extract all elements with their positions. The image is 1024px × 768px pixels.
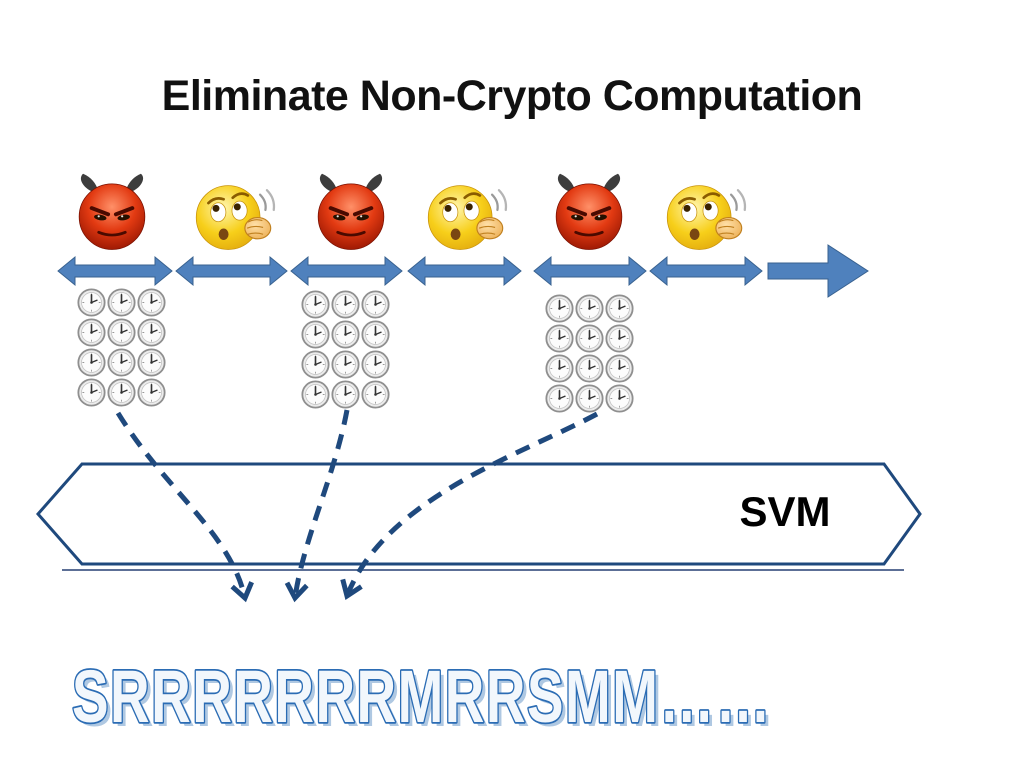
clock-icon <box>545 354 574 383</box>
timeline-arrows <box>57 244 869 298</box>
clock-icon <box>77 348 106 377</box>
clock-icon <box>301 320 330 349</box>
clock-icon <box>331 380 360 409</box>
clock-icon <box>545 384 574 413</box>
clock-icon <box>331 350 360 379</box>
timeline-end-arrow-icon <box>767 244 869 298</box>
timeline-segment <box>57 255 173 287</box>
clock-icon <box>77 318 106 347</box>
timeline-segment <box>407 255 522 287</box>
timeline-segment <box>175 255 288 287</box>
clock-icon <box>137 378 166 407</box>
banner-underline <box>62 569 904 571</box>
clock-icon <box>107 318 136 347</box>
clock-grid <box>301 290 390 409</box>
clock-icon <box>331 290 360 319</box>
slide-title: Eliminate Non-Crypto Computation <box>161 72 863 120</box>
clock-icon <box>545 324 574 353</box>
clock-grid <box>545 294 634 413</box>
clock-icon <box>605 324 634 353</box>
clock-icon <box>605 294 634 323</box>
banner-label: SVM <box>739 488 831 535</box>
clock-icon <box>545 294 574 323</box>
clock-icon <box>575 324 604 353</box>
clock-icon <box>361 380 390 409</box>
clock-icon <box>137 348 166 377</box>
clock-icon <box>361 320 390 349</box>
clock-icon <box>301 380 330 409</box>
clock-icon <box>605 384 634 413</box>
clock-grid <box>77 288 166 407</box>
clock-icon <box>301 350 330 379</box>
clock-icon <box>107 348 136 377</box>
bottom-wordart-text: SRRRRRRRMRRSMM…… <box>72 655 772 738</box>
timeline-segment <box>533 255 647 287</box>
clock-icon <box>107 288 136 317</box>
bottom-wordart: SRRRRRRRMRRSMM…… SRRRRRRRMRRSMM…… <box>70 653 776 742</box>
clock-icon <box>361 290 390 319</box>
clock-icon <box>331 320 360 349</box>
clock-icon <box>575 354 604 383</box>
clock-icon <box>575 294 604 323</box>
clock-icon <box>137 318 166 347</box>
clock-icon <box>301 290 330 319</box>
clock-icon <box>77 288 106 317</box>
clock-icon <box>605 354 634 383</box>
clock-icon <box>107 378 136 407</box>
clock-icon <box>137 288 166 317</box>
clock-icon <box>77 378 106 407</box>
clock-icon <box>575 384 604 413</box>
timeline-segment <box>649 255 763 287</box>
timeline-segment <box>290 255 403 287</box>
bottom-wordart-shadow: SRRRRRRRMRRSMM…… <box>76 659 776 742</box>
clock-icon <box>361 350 390 379</box>
